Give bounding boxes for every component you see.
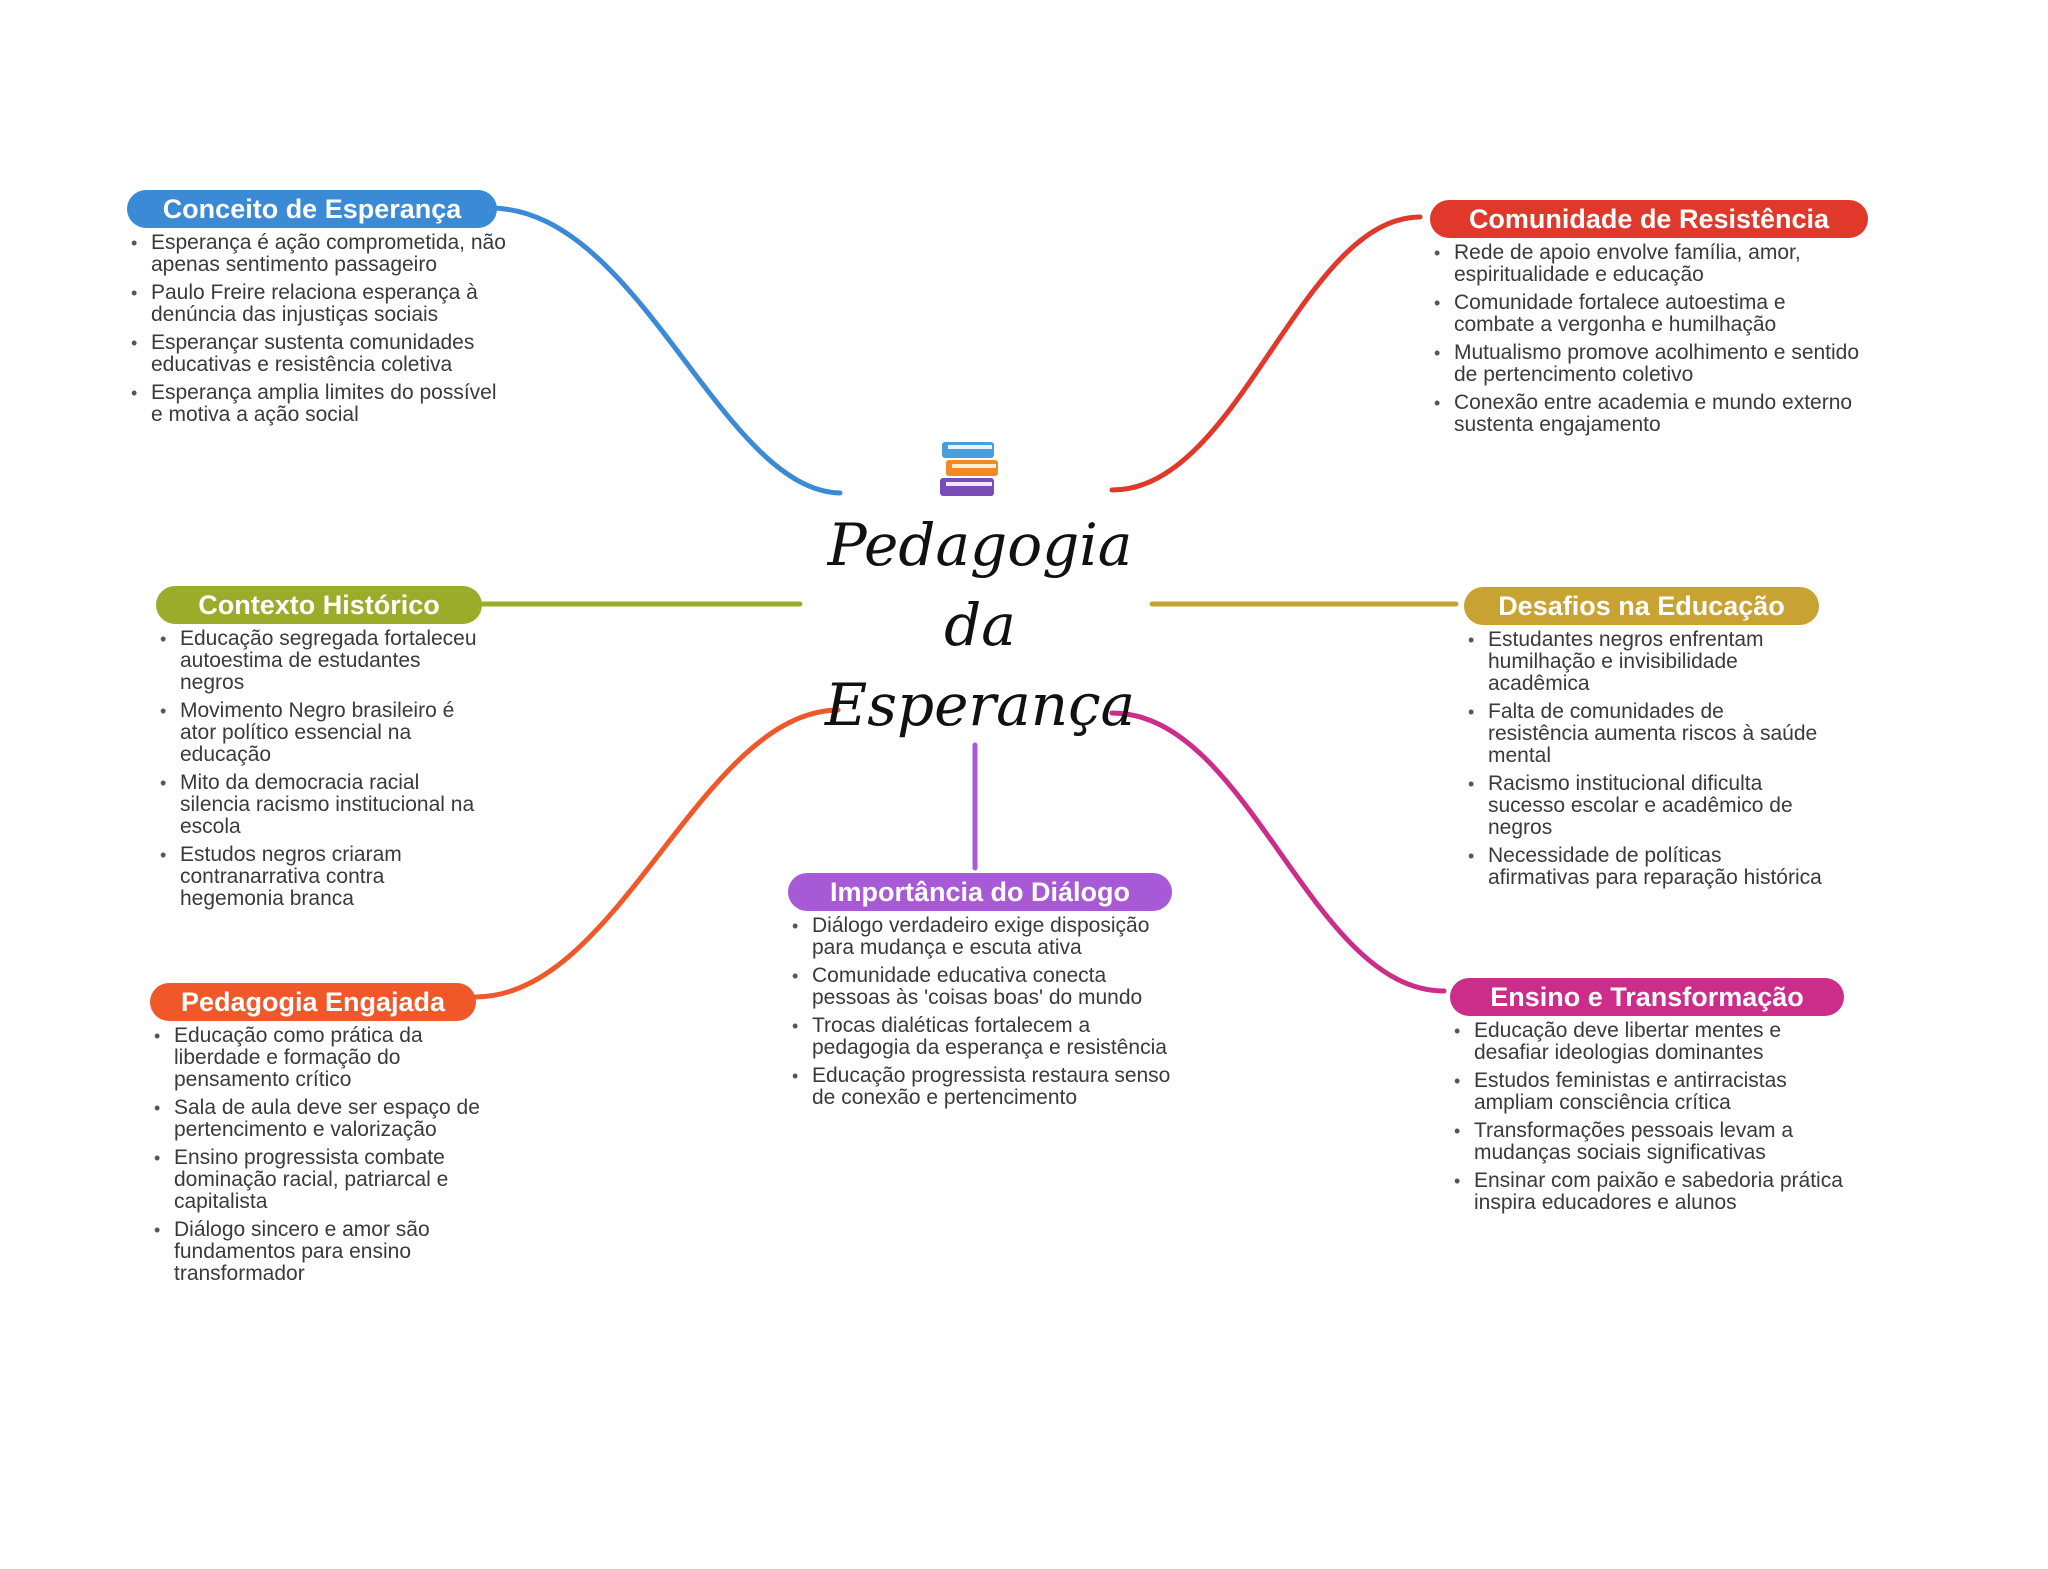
branch-item: Estudos negros criaram contranarrativa c… [156, 844, 486, 910]
branch-item: Racismo institucional dificulta sucesso … [1464, 773, 1824, 839]
branch-item: Transformações pessoais levam a mudanças… [1450, 1120, 1845, 1164]
branch-items: Estudantes negros enfrentam humilhação e… [1464, 629, 1824, 889]
central-topic-line-1: Pedagogia [827, 511, 1133, 579]
connector-engajada [472, 707, 841, 1000]
branch-title-pill[interactable]: Desafios na Educação [1464, 587, 1819, 625]
branch-items: Educação deve libertar mentes e desafiar… [1450, 1020, 1845, 1214]
branch-item: Educação como prática da liberdade e for… [150, 1025, 480, 1091]
central-topic: Pedagogia da Esperança [790, 505, 1170, 745]
branch-item: Movimento Negro brasileiro é ator políti… [156, 700, 486, 766]
branch-item: Sala de aula deve ser espaço de pertenci… [150, 1097, 480, 1141]
branch-desafios-na-educacao: Desafios na Educação Estudantes negros e… [1464, 587, 1824, 895]
central-topic-line-2: da [944, 591, 1016, 659]
branch-item: Estudantes negros enfrentam humilhação e… [1464, 629, 1824, 695]
branch-title-pill[interactable]: Conceito de Esperança [127, 190, 497, 228]
branch-items: Rede de apoio envolve família, amor, esp… [1430, 242, 1870, 436]
branch-item: Paulo Freire relaciona esperança à denún… [127, 282, 507, 326]
branch-item: Trocas dialéticas fortalecem a pedagogia… [788, 1015, 1173, 1059]
branch-item: Diálogo sincero e amor são fundamentos p… [150, 1219, 480, 1285]
branch-ensino-e-transformacao: Ensino e Transformação Educação deve lib… [1450, 978, 1845, 1220]
branch-item: Ensino progressista combate dominação ra… [150, 1147, 480, 1213]
branch-item: Mito da democracia racial silencia racis… [156, 772, 486, 838]
branch-item: Estudos feministas e antirracistas ampli… [1450, 1070, 1845, 1114]
branch-item: Educação deve libertar mentes e desafiar… [1450, 1020, 1845, 1064]
branch-item: Educação segregada fortaleceu autoestima… [156, 628, 486, 694]
branch-title-pill[interactable]: Importância do Diálogo [788, 873, 1172, 911]
connector-conceito [487, 205, 843, 496]
branch-item: Necessidade de políticas afirmativas par… [1464, 845, 1824, 889]
branch-item: Esperança é ação comprometida, não apena… [127, 232, 507, 276]
branch-item: Mutualismo promove acolhimento e sentido… [1430, 342, 1870, 386]
branch-item: Ensinar com paixão e sabedoria prática i… [1450, 1170, 1845, 1214]
branch-title-pill[interactable]: Comunidade de Resistência [1430, 200, 1868, 238]
branch-items: Educação como prática da liberdade e for… [150, 1025, 480, 1285]
branch-title-pill[interactable]: Pedagogia Engajada [150, 983, 476, 1021]
branch-items: Diálogo verdadeiro exige disposição para… [788, 915, 1173, 1109]
branch-importancia-do-dialogo: Importância do Diálogo Diálogo verdadeir… [788, 873, 1173, 1115]
branch-title-pill[interactable]: Contexto Histórico [156, 586, 482, 624]
branch-item: Comunidade educativa conecta pessoas às … [788, 965, 1173, 1009]
branch-item: Educação progressista restaura senso de … [788, 1065, 1173, 1109]
branch-pedagogia-engajada: Pedagogia Engajada Educação como prática… [150, 983, 480, 1291]
branch-item: Conexão entre academia e mundo externo s… [1430, 392, 1870, 436]
connector-ensino [1109, 710, 1447, 994]
branch-contexto-historico: Contexto Histórico Educação segregada fo… [156, 586, 486, 916]
central-topic-line-3: Esperança [824, 671, 1136, 739]
branch-items: Educação segregada fortaleceu autoestima… [156, 628, 486, 910]
branch-item: Esperança amplia limites do possível e m… [127, 382, 507, 426]
branch-item: Diálogo verdadeiro exige disposição para… [788, 915, 1173, 959]
branch-items: Esperança é ação comprometida, não apena… [127, 232, 507, 426]
books-icon [940, 442, 998, 496]
branch-comunidade-de-resistencia: Comunidade de Resistência Rede de apoio … [1430, 200, 1870, 442]
branch-item: Esperançar sustenta comunidades educativ… [127, 332, 507, 376]
branch-item: Rede de apoio envolve família, amor, esp… [1430, 242, 1870, 286]
branch-conceito-de-esperanca: Conceito de Esperança Esperança é ação c… [127, 190, 507, 432]
branch-item: Falta de comunidades de resistência aume… [1464, 701, 1824, 767]
branch-title-pill[interactable]: Ensino e Transformação [1450, 978, 1844, 1016]
connector-resistencia [1109, 214, 1423, 493]
branch-item: Comunidade fortalece autoestima e combat… [1430, 292, 1870, 336]
